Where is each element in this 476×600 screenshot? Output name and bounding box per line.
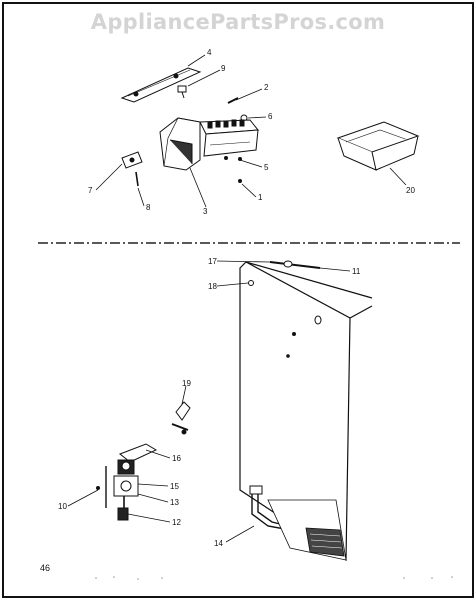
callout-1: 1 xyxy=(258,193,263,202)
part-7-bracket xyxy=(121,151,143,169)
part-8-screw xyxy=(135,171,139,187)
callout-18: 18 xyxy=(208,282,217,291)
water-valve-assembly xyxy=(96,443,158,521)
part-9-clip xyxy=(177,85,187,99)
callout-14: 14 xyxy=(214,539,223,548)
callout-17: 17 xyxy=(208,257,217,266)
cabinet-liner xyxy=(239,261,373,562)
callout-20: 20 xyxy=(406,186,415,195)
part-5-screw xyxy=(224,156,242,161)
callout-8: 8 xyxy=(146,203,151,212)
part-18-grommet xyxy=(248,280,254,286)
part-2-screw xyxy=(227,97,239,104)
callout-16: 16 xyxy=(172,454,181,463)
part-19-fitting xyxy=(171,401,191,435)
callout-15: 15 xyxy=(170,482,179,491)
part-11-fill-tube xyxy=(269,260,322,325)
part-20-ice-bin xyxy=(336,121,420,171)
bottom-leader-lines xyxy=(67,260,351,543)
top-leader-lines xyxy=(95,54,407,208)
page-number: 46 xyxy=(40,563,51,573)
part-1-screw xyxy=(238,179,242,183)
callout-2: 2 xyxy=(264,83,269,92)
callout-12: 12 xyxy=(172,518,181,527)
compressor-grille xyxy=(267,499,347,561)
callout-5: 5 xyxy=(264,163,269,172)
scan-speckles xyxy=(95,576,453,580)
callout-13: 13 xyxy=(170,498,179,507)
icemaker-body xyxy=(159,117,259,171)
callout-19: 19 xyxy=(182,379,191,388)
callout-4: 4 xyxy=(207,48,212,57)
callout-10: 10 xyxy=(58,502,67,511)
top-callouts: 4 9 2 6 5 1 3 7 8 20 xyxy=(88,48,415,216)
callout-7: 7 xyxy=(88,186,93,195)
callout-3: 3 xyxy=(203,207,208,216)
watermark: AppliancePartsPros.com xyxy=(90,10,386,34)
callout-9: 9 xyxy=(221,64,226,73)
callout-6: 6 xyxy=(268,112,273,121)
part-4-bracket xyxy=(120,67,202,103)
bottom-callouts: 17 18 11 19 16 15 13 12 10 14 xyxy=(58,257,361,548)
callout-11: 11 xyxy=(352,267,361,276)
